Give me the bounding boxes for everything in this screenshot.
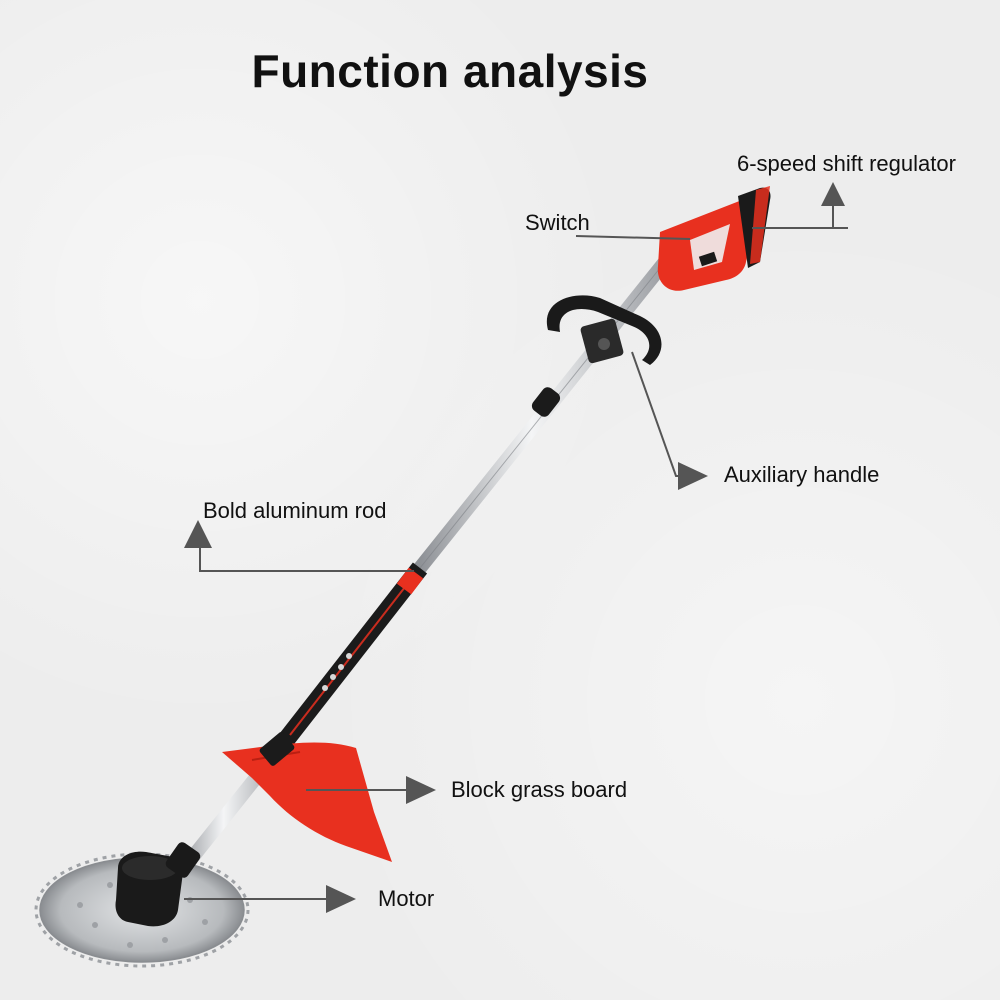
pointer-switch [575,235,691,240]
motor-housing [115,842,201,927]
pointer-aluminum-rod [184,520,414,572]
label-switch: Switch [525,210,590,235]
pointer-auxiliary-handle [631,351,708,490]
pointer-block-grass-board [306,776,436,804]
pointer-speed-regulator [752,182,848,229]
label-speed-regulator: 6-speed shift regulator [737,151,956,176]
pointer-motor [184,885,356,913]
label-auxiliary-handle: Auxiliary handle [724,462,880,487]
diagram-title: Function analysis [251,45,649,97]
rod-clamp [531,387,561,417]
label-motor: Motor [378,886,435,911]
auxiliary-handle [546,295,662,365]
grass-guard [222,742,392,862]
label-block-grass-board: Block grass board [451,777,628,802]
label-aluminum-rod: Bold aluminum rod [203,498,387,523]
